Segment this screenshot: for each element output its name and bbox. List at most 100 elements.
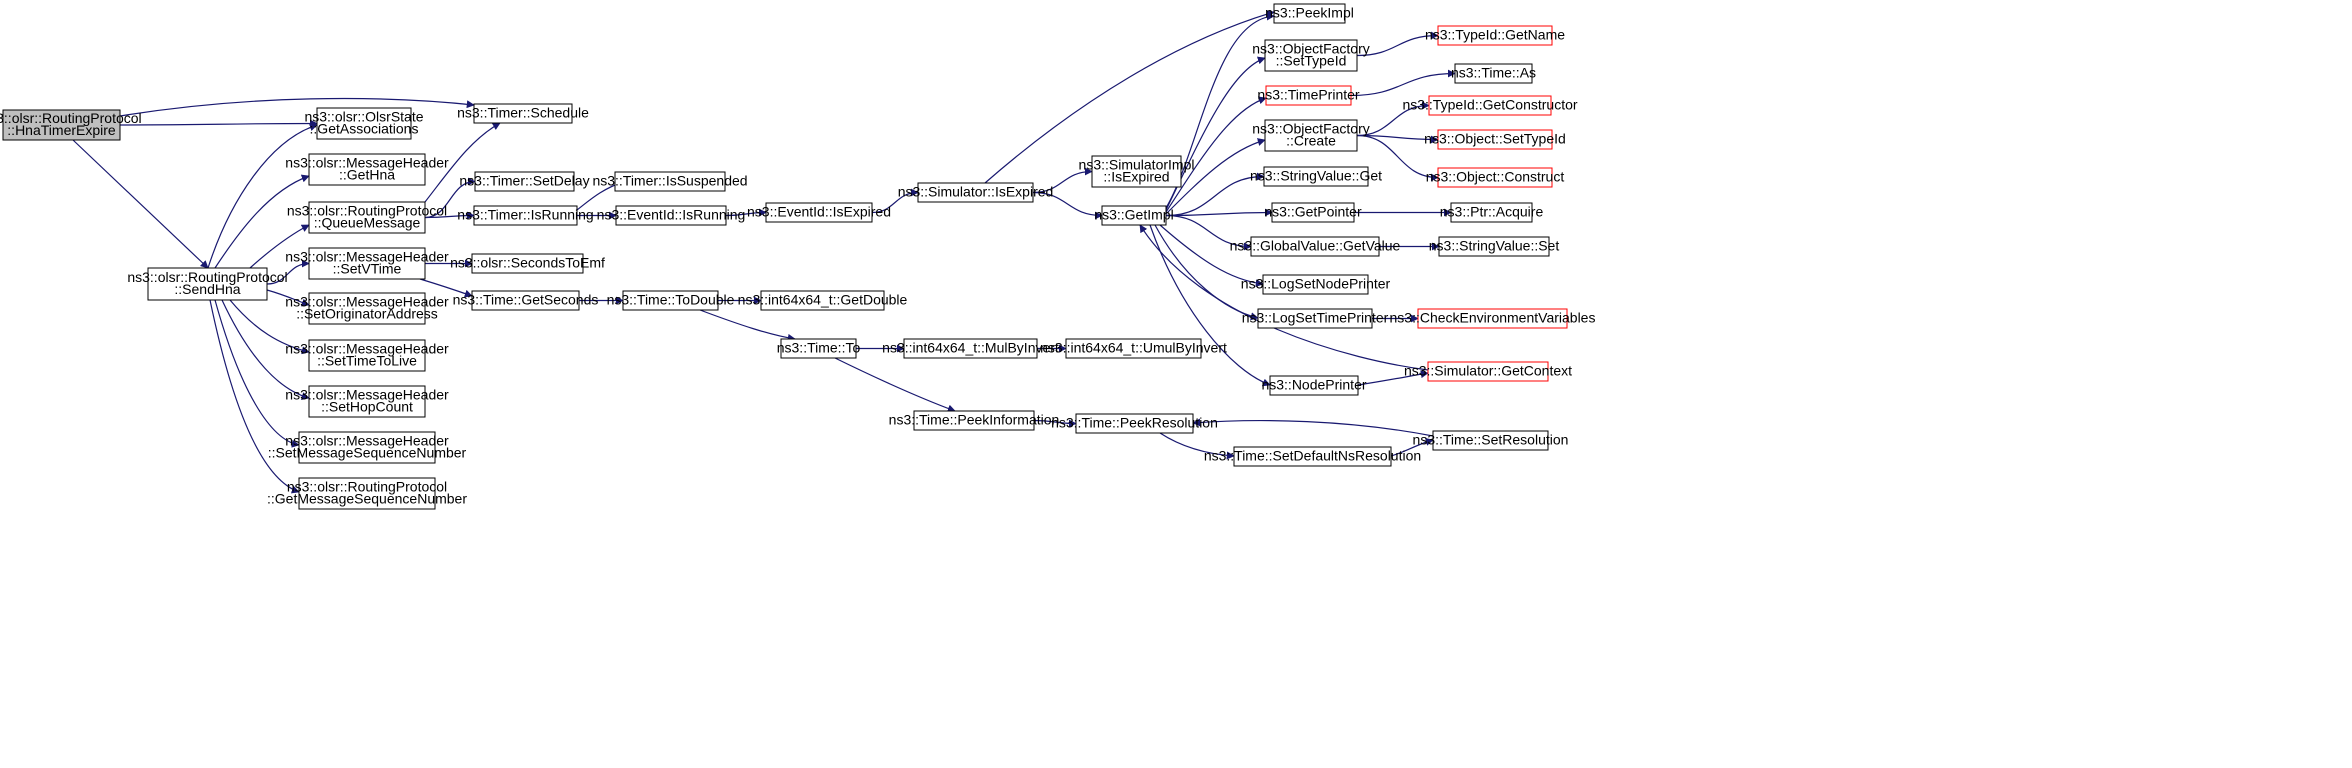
node-box [1273, 3, 1346, 24]
node-label: ns3::PeekImpl [1265, 5, 1354, 21]
node-get_msgseq[interactable]: ns3::olsr::RoutingProtocol::GetMessageSe… [267, 477, 467, 510]
node-box [316, 107, 412, 140]
node-getpointer[interactable]: ns3::GetPointer [1264, 202, 1362, 223]
edge-getimpl-to-timeprinter [1165, 96, 1267, 213]
node-box [308, 247, 426, 280]
node-int64_umulbyinvert[interactable]: ns3::int64x64_t::UmulByInvert [1040, 338, 1227, 359]
node-label: ns3::LogSetNodePrinter [1241, 276, 1391, 292]
node-eventid_isrunning[interactable]: ns3::EventId::IsRunning [597, 205, 746, 226]
node-label: ns3::Timer::Schedule [457, 105, 589, 121]
node-simimpl_isexpired[interactable]: ns3::SimulatorImpl::IsExpired [1079, 155, 1195, 188]
node-time_peekres[interactable]: ns3::Time::PeekResolution [1051, 413, 1218, 434]
node-time_getseconds[interactable]: ns3::Time::GetSeconds [453, 290, 599, 311]
node-typeid_getctor[interactable]: ns3::TypeId::GetConstructor [1402, 95, 1578, 116]
edge-of_create-to-object_construct [1356, 134, 1439, 182]
node-time_setres[interactable]: ns3::Time::SetResolution [1413, 430, 1569, 451]
node-sim_isexpired[interactable]: ns3::Simulator::IsExpired [898, 182, 1054, 203]
node-label: ns3::Object::SetTypeId [1424, 131, 1566, 147]
node-box [298, 477, 436, 510]
node-of_settypeid[interactable]: ns3::ObjectFactory::SetTypeId [1252, 39, 1370, 72]
node-set_msgseq[interactable]: ns3::olsr::MessageHeader::SetMessageSequ… [268, 431, 467, 464]
node-label: ::GetMessageSequenceNumber [267, 491, 467, 507]
node-stringvalue_set[interactable]: ns3::StringValue::Set [1429, 236, 1560, 257]
node-set_vtime[interactable]: ns3::olsr::MessageHeader::SetVTime [285, 247, 449, 280]
node-getimpl[interactable]: ns3::GetImpl [1094, 205, 1174, 226]
node-label: ns3::Time::GetSeconds [453, 292, 599, 308]
node-logsettimeprinter[interactable]: ns3::LogSetTimePrinter [1242, 308, 1389, 329]
edge-hna_timer_expire-to-timer_schedule [119, 97, 475, 117]
node-label: ns3::Timer::IsRunning [457, 207, 593, 223]
node-time_todouble[interactable]: ns3::Time::ToDouble [607, 290, 735, 311]
node-timer_issuspended[interactable]: ns3::Timer::IsSuspended [592, 171, 748, 192]
node-box [1269, 375, 1359, 396]
node-time_setdefaultns[interactable]: ns3::Time::SetDefaultNsResolution [1204, 446, 1421, 467]
node-send_hna[interactable]: ns3::olsr::RoutingProtocol::SendHna [127, 267, 288, 301]
edge-send_hna-to-set_hopcount [221, 299, 310, 400]
node-box [1257, 308, 1373, 329]
node-box [622, 290, 719, 311]
node-box [308, 292, 426, 325]
node-int64_getdouble[interactable]: ns3::int64x64_t::GetDouble [738, 290, 908, 311]
node-label: ns3::LogSetTimePrinter [1242, 310, 1389, 326]
node-nodeprinter[interactable]: ns3::NodePrinter [1261, 375, 1367, 396]
node-timer_setdelay[interactable]: ns3::Timer::SetDelay [459, 171, 590, 192]
node-of_create[interactable]: ns3::ObjectFactory::Create [1252, 119, 1370, 152]
node-checkenv[interactable]: ns3::CheckEnvironmentVariables [1390, 308, 1596, 329]
node-label: ns3::int64x64_t::GetDouble [738, 292, 908, 308]
node-logsetnodeprinter[interactable]: ns3::LogSetNodePrinter [1241, 274, 1391, 295]
edge-send_hna-to-set_originator [266, 289, 310, 307]
node-label: ns3::olsr::MessageHeader [285, 341, 449, 357]
edge-queue_message-to-timer_isrunning [424, 211, 475, 220]
node-label: ::QueueMessage [314, 215, 421, 231]
node-label: ns3::int64x64_t::MulByInvert [882, 340, 1059, 356]
node-label: ::IsExpired [1103, 169, 1169, 185]
node-object_settypeid[interactable]: ns3::Object::SetTypeId [1424, 129, 1566, 150]
node-typeid_getname[interactable]: ns3::TypeId::GetName [1425, 25, 1565, 46]
node-peekimpl[interactable]: ns3::PeekImpl [1265, 3, 1354, 24]
edge-sim_isexpired-to-simimpl_isexpired [1032, 167, 1093, 194]
edge-eventid_isexpired-to-sim_isexpired [871, 188, 919, 214]
node-box [615, 205, 727, 226]
node-hna_timer_expire[interactable]: ns3::olsr::RoutingProtocol::HnaTimerExpi… [0, 109, 142, 141]
node-box [1438, 236, 1550, 257]
node-globalvalue_getvalue[interactable]: ns3::GlobalValue::GetValue [1230, 236, 1401, 257]
edge-hna_timer_expire-to-send_hna [72, 139, 209, 269]
node-get_associations[interactable]: ns3::olsr::OlsrState::GetAssociations [304, 107, 424, 140]
node-box [298, 431, 436, 464]
node-label: ns3::TypeId::GetName [1425, 27, 1565, 43]
node-int64_mulbyinvert[interactable]: ns3::int64x64_t::MulByInvert [882, 338, 1059, 359]
node-box [1091, 155, 1182, 188]
node-queue_message[interactable]: ns3::olsr::RoutingProtocol::QueueMessage [287, 201, 447, 234]
edge-eventid_isrunning-to-eventid_isexpired [725, 208, 767, 217]
node-label: ns3::int64x64_t::UmulByInvert [1040, 340, 1227, 356]
node-label: ::SendHna [174, 281, 240, 297]
node-get_hna[interactable]: ns3::olsr::MessageHeader::GetHna [285, 153, 449, 186]
node-set_hopcount[interactable]: ns3::olsr::MessageHeader::SetHopCount [285, 385, 449, 418]
node-box [1427, 361, 1549, 382]
node-timer_isrunning[interactable]: ns3::Timer::IsRunning [457, 205, 594, 226]
node-eventid_isexpired[interactable]: ns3::EventId::IsExpired [747, 202, 891, 223]
node-seconds_to_emf[interactable]: ns3::olsr::SecondsToEmf [450, 253, 605, 274]
node-sim_getcontext[interactable]: ns3::Simulator::GetContext [1404, 361, 1572, 382]
node-box [474, 171, 575, 192]
edge-nodeprinter-to-sim_getcontext [1357, 370, 1429, 386]
node-time_peekinfo[interactable]: ns3::Time::PeekInformation [889, 410, 1060, 431]
edge-of_create-to-object_settypeid [1356, 134, 1439, 144]
node-timeprinter[interactable]: ns3::TimePrinter [1257, 85, 1360, 106]
edge-send_hna-to-get_msgseq [209, 299, 300, 494]
node-timer_schedule[interactable]: ns3::Timer::Schedule [457, 103, 589, 124]
node-box [471, 253, 584, 274]
edge-getimpl-to-globalvalue_getvalue [1165, 214, 1252, 251]
node-ptr_acquire[interactable]: ns3::Ptr::Acquire [1440, 202, 1544, 223]
node-stringvalue_get[interactable]: ns3::StringValue::Get [1250, 166, 1382, 187]
node-set_originator[interactable]: ns3::olsr::MessageHeader::SetOriginatorA… [285, 292, 449, 325]
edge-getimpl-to-nodeprinter [1149, 224, 1271, 387]
node-set_ttl[interactable]: ns3::olsr::MessageHeader::SetTimeToLive [285, 339, 449, 372]
node-time_as[interactable]: ns3::Time::As [1451, 63, 1536, 84]
edge-getimpl-to-logsetnodeprinter [1159, 224, 1264, 288]
node-label: ns3::GlobalValue::GetValue [1230, 238, 1401, 254]
node-label: ::SetTimeToLive [317, 353, 417, 369]
node-label: ::GetAssociations [310, 121, 419, 137]
node-object_construct[interactable]: ns3::Object::Construct [1426, 167, 1565, 188]
node-time_to[interactable]: ns3::Time::To [777, 338, 861, 359]
